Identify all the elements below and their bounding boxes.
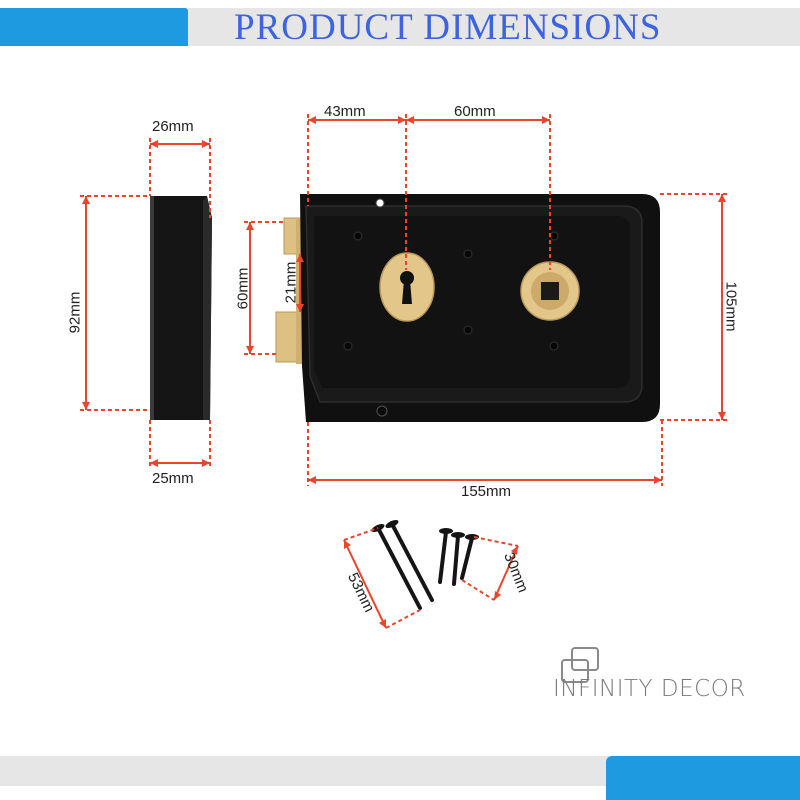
footer-accent (606, 756, 800, 800)
dim-body-height: 105mm (722, 281, 740, 332)
screws (371, 519, 479, 610)
lock-side-view (150, 196, 212, 420)
dim-body-width: 155mm (461, 483, 512, 500)
dim-side-top: 26mm (152, 118, 194, 135)
dim-side-bottom: 25mm (152, 470, 194, 487)
dim-keyhole-to-knob: 60mm (454, 103, 496, 120)
lock-front-view (275, 194, 660, 422)
dim-keyhole-offset: 43mm (324, 103, 366, 120)
header-accent (0, 8, 188, 46)
page-title: PRODUCT DIMENSIONS (234, 7, 662, 48)
dim-side-height: 92mm (66, 291, 84, 334)
logo-mark (561, 647, 599, 683)
dim-bolt-height: 60mm (234, 267, 252, 310)
dimension-lines (80, 114, 728, 629)
brand-name: INFINITY DECOR (553, 676, 746, 702)
dim-bolt-gap: 21mm (282, 261, 300, 304)
